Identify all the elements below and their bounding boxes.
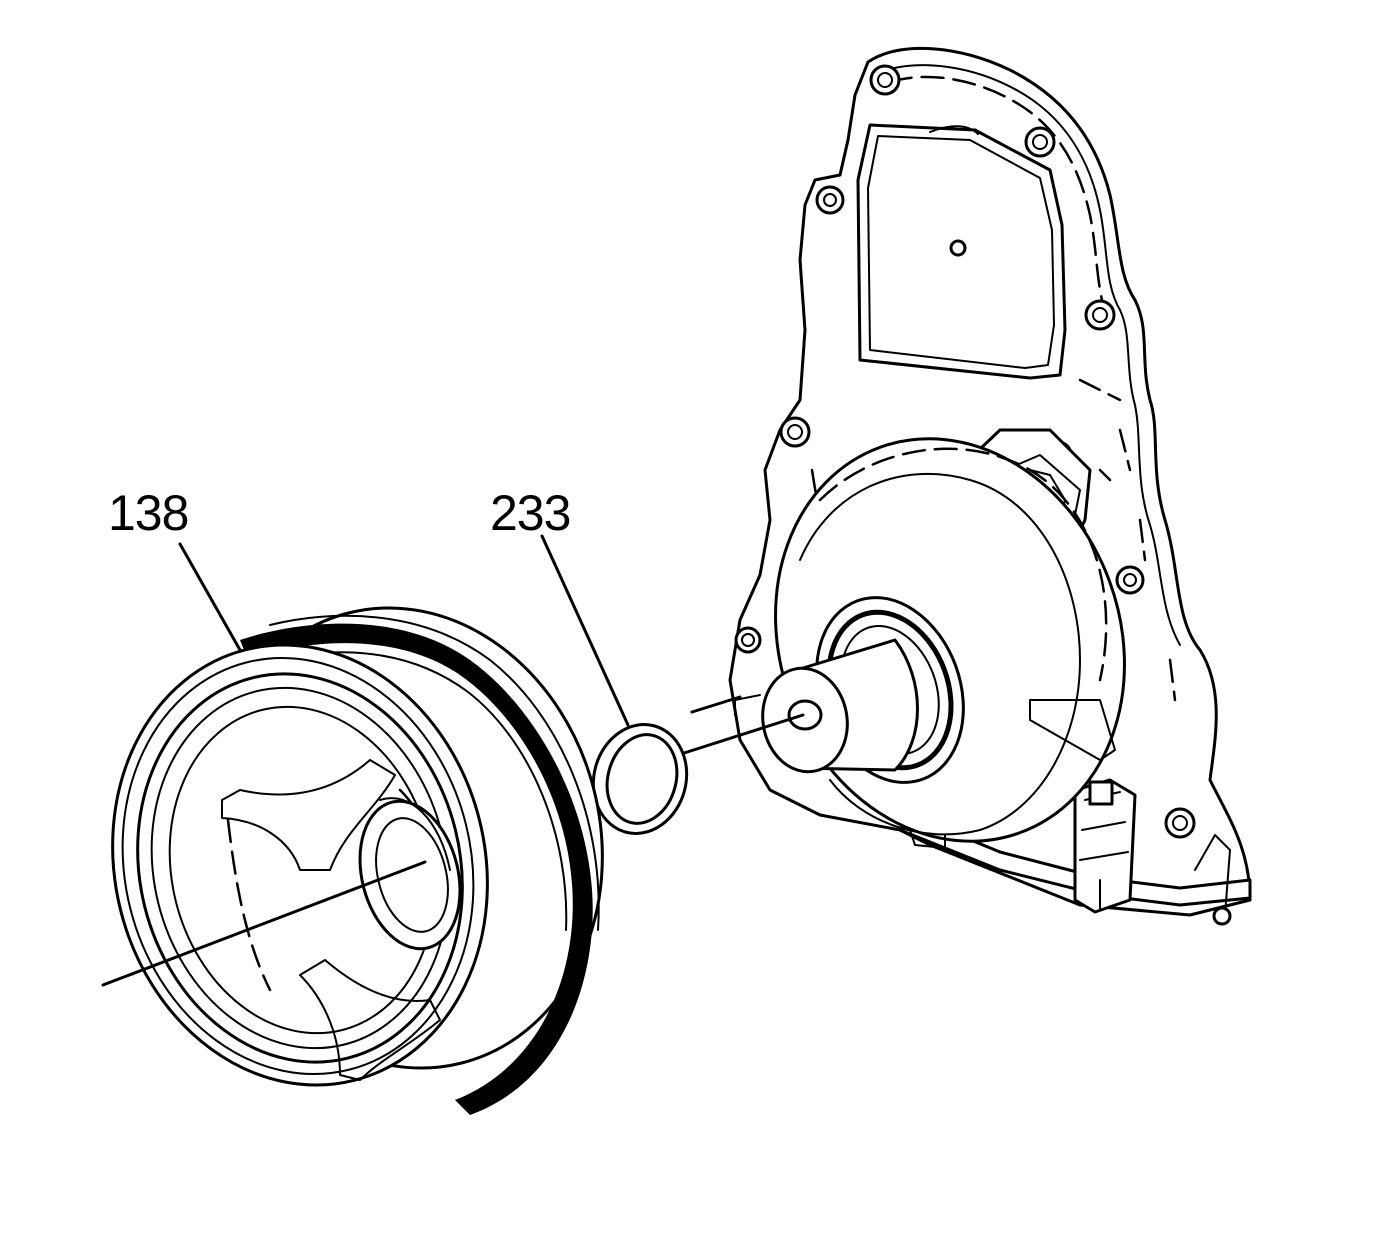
leader-lines	[178, 534, 630, 727]
leader-138	[178, 542, 242, 652]
callout-label-233: 233	[490, 485, 571, 541]
crankshaft-nose	[734, 638, 919, 774]
cover-bolts	[734, 64, 1196, 839]
crankshaft-balancer	[111, 606, 604, 1115]
callout-label-138: 138	[108, 485, 189, 541]
leader-233	[540, 534, 630, 727]
damper-centerline	[101, 860, 427, 987]
seal-ring	[591, 723, 689, 835]
